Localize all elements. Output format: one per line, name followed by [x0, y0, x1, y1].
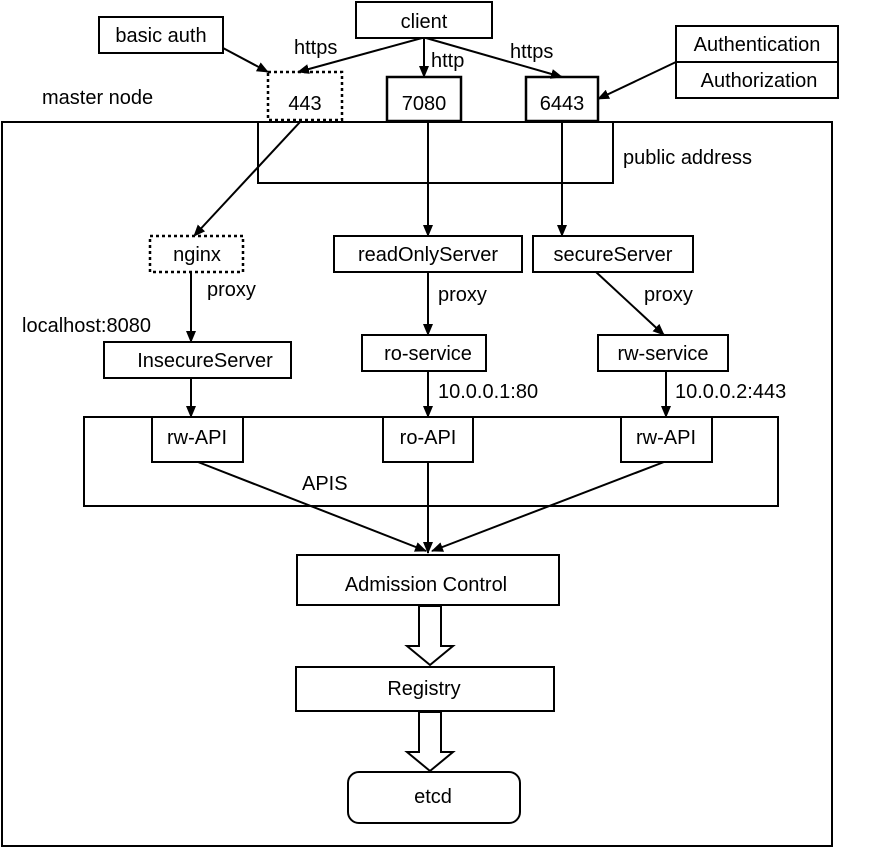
nginx-label: nginx: [173, 244, 221, 266]
rw-api-left-label: rw-API: [167, 427, 227, 449]
rw-address-label: 10.0.0.2:443: [675, 381, 786, 403]
ro-service-label: ro-service: [384, 343, 472, 365]
http-label: http: [431, 50, 464, 72]
block-arrow-admission-to-registry: [404, 605, 456, 667]
public-address-label: public address: [623, 147, 752, 169]
arrow-client-to-6443: [425, 37, 563, 79]
registry-label: Registry: [387, 678, 460, 700]
proxy-middle-label: proxy: [438, 284, 487, 306]
authorization-box: [675, 61, 839, 99]
rw-service-box: [597, 334, 729, 372]
admission-control-label: Admission Control: [345, 574, 507, 596]
basic-auth-label: basic auth: [115, 25, 206, 47]
arrow-rw-api-left-to-admission: [197, 461, 427, 552]
proxy-right-label: proxy: [644, 284, 693, 306]
arrow-rw-api-right-to-admission: [431, 461, 665, 552]
client-label: client: [401, 11, 448, 33]
arrow-auth-to-6443: [597, 61, 677, 100]
ro-address-label: 10.0.0.1:80: [438, 381, 538, 403]
authorization-label: Authorization: [701, 70, 818, 92]
authentication-label: Authentication: [694, 34, 821, 56]
port-7080-label: 7080: [402, 93, 447, 115]
nginx-box: [148, 234, 245, 274]
arrow-client-to-443: [297, 37, 423, 74]
insecure-server-box: [103, 341, 292, 379]
rw-api-right-box: [620, 416, 713, 463]
master-node-frame: [1, 121, 833, 847]
ro-api-box: [382, 416, 474, 463]
block-arrow-registry-to-etcd: [404, 711, 456, 773]
public-address-box: [257, 121, 614, 184]
rw-api-right-label: rw-API: [636, 427, 696, 449]
secure-server-box: [532, 235, 694, 273]
port-7080-box: [385, 75, 463, 123]
basic-auth-box: [98, 16, 224, 54]
etcd-label: etcd: [414, 786, 452, 808]
arrow-443-to-nginx: [193, 121, 301, 237]
proxy-left-label: proxy: [207, 279, 256, 301]
port-6443-label: 6443: [540, 93, 585, 115]
etcd-box: [347, 771, 521, 824]
port-443-box: [266, 70, 344, 122]
ro-api-label: ro-API: [400, 427, 457, 449]
localhost-label: localhost:8080: [22, 315, 151, 337]
rw-api-left-box: [151, 416, 244, 463]
https-right-label: https: [510, 41, 553, 63]
authentication-box: [675, 25, 839, 63]
admission-control-box: [296, 554, 560, 606]
read-only-server-label: readOnlyServer: [358, 244, 498, 266]
read-only-server-box: [333, 235, 523, 273]
master-node-label: master node: [42, 87, 153, 109]
apis-label: APIS: [302, 473, 348, 495]
port-443-label: 443: [288, 93, 321, 115]
arrow-basic-auth-to-443: [222, 47, 269, 73]
rw-service-label: rw-service: [617, 343, 708, 365]
https-left-label: https: [294, 37, 337, 59]
arrow-secure-to-rw-service: [595, 271, 665, 336]
secure-server-label: secureServer: [554, 244, 673, 266]
registry-box: [295, 666, 555, 712]
insecure-server-label: InsecureServer: [137, 350, 273, 372]
